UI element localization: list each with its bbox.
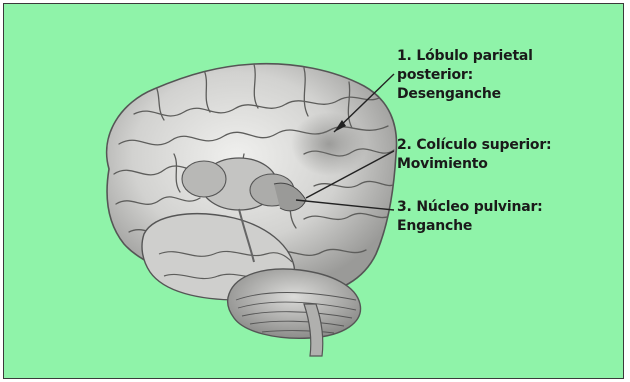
label-2-line-2: Movimiento [397,156,488,172]
label-pulvinar-nucleus: 3. Núcleo pulvinar: Enganche [397,198,543,236]
pointer-line-3 [295,199,395,211]
label-superior-colliculus: 2. Colículo superior: Movimiento [397,136,552,174]
label-1-line-3: Desenganche [397,86,501,102]
pointer-arrowhead-1 [334,120,346,132]
label-parietal-lobe: 1. Lóbulo parietal posterior: Desenganch… [397,47,533,104]
deep-structures [181,157,307,263]
pointer-line-1 [333,73,395,133]
label-2-line-1: 2. Colículo superior: [397,137,552,153]
figure-frame: 1. Lóbulo parietal posterior: Desenganch… [3,3,624,379]
pointer-lines [295,73,395,211]
label-1-line-1: 1. Lóbulo parietal [397,48,533,64]
cerebellum [226,268,362,340]
pointer-line-2 [305,150,395,199]
brainstem [303,303,324,357]
label-3-line-2: Enganche [397,218,473,234]
brain-illustration [105,62,398,357]
label-3-line-1: 3. Núcleo pulvinar: [397,199,543,215]
label-1-line-2: posterior: [397,67,473,83]
